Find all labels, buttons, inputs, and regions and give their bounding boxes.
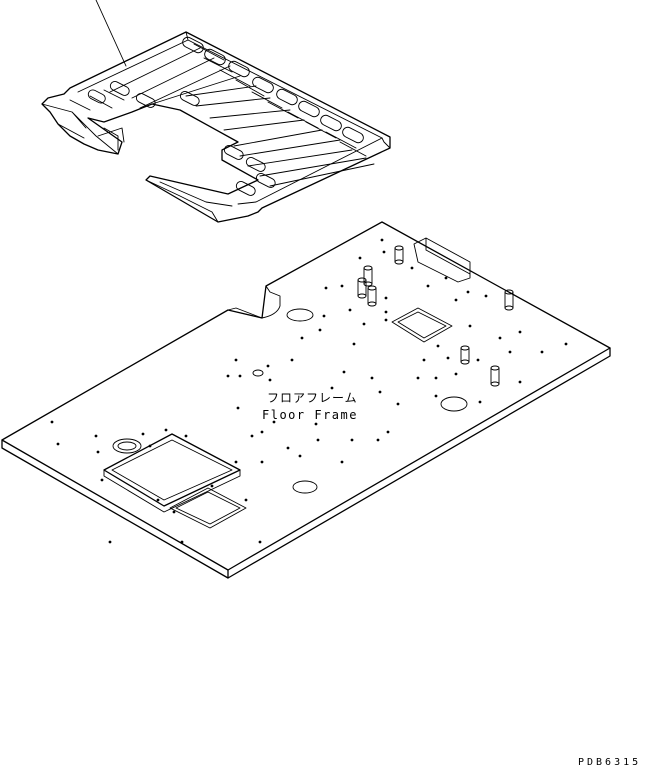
floor-mat (41, 31, 391, 223)
mat-ribs (87, 36, 375, 196)
drawing-code: PDB6315 (578, 757, 642, 768)
oval-hole (112, 438, 142, 454)
floor-frame-label-english: Floor Frame (262, 408, 358, 422)
studs (357, 245, 514, 387)
floor-frame-label-japanese: フロアフレーム (267, 391, 358, 405)
small-holes (50, 238, 568, 544)
leader-line (95, 0, 127, 67)
floor-frame (1, 221, 611, 579)
